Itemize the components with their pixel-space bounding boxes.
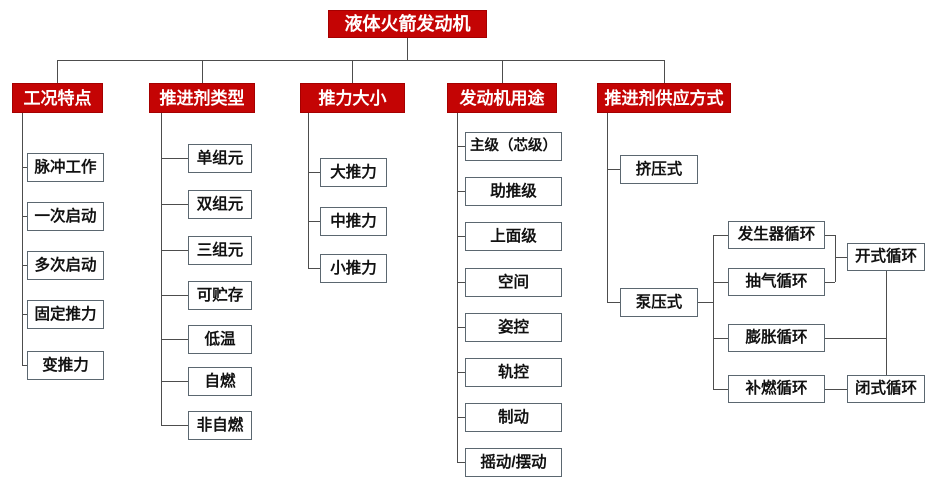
leaf-node: 大推力	[320, 158, 387, 187]
leaf-node: 摇动/摆动	[465, 448, 562, 477]
leaf-node: 轨控	[465, 358, 562, 387]
connector-line	[825, 235, 835, 237]
leaf-node: 固定推力	[27, 300, 104, 329]
connector-line	[713, 389, 728, 391]
connector-line	[607, 113, 609, 302]
category-node-propellant-supply: 推进剂供应方式	[597, 83, 731, 113]
connector-line	[457, 417, 465, 419]
connector-line	[57, 60, 665, 62]
leaf-node: 单组元	[188, 144, 252, 173]
leaf-node: 非自燃	[188, 411, 252, 440]
connector-line	[161, 339, 188, 341]
connector-line	[161, 204, 188, 206]
leaf-node: 中推力	[320, 207, 387, 236]
leaf-node: 多次启动	[27, 251, 104, 280]
leaf-node: 低温	[188, 325, 252, 354]
cycle-node: 膨胀循环	[728, 324, 825, 352]
leaf-node: 姿控	[465, 313, 562, 342]
leaf-node: 脉冲工作	[27, 153, 104, 182]
connector-line	[825, 282, 835, 284]
connector-line	[886, 271, 888, 375]
connector-line	[457, 462, 465, 464]
leaf-node: 助推级	[465, 177, 562, 206]
connector-line	[161, 381, 188, 383]
leaf-node: 变推力	[27, 351, 104, 380]
leaf-node: 主级（芯级）	[465, 132, 562, 161]
leaf-node: 可贮存	[188, 281, 252, 310]
connector-line	[457, 236, 465, 238]
connector-line	[457, 372, 465, 374]
connector-line	[825, 338, 886, 340]
connector-line	[835, 235, 837, 282]
connector-line	[22, 167, 27, 169]
cycle-node: 发生器循环	[728, 221, 825, 249]
leaf-node-pump-fed: 泵压式	[620, 288, 698, 317]
connector-line	[664, 60, 666, 83]
leaf-node: 上面级	[465, 222, 562, 251]
connector-line	[607, 169, 620, 171]
connector-line	[713, 282, 728, 284]
category-node-propellant-type: 推进剂类型	[149, 83, 255, 113]
connector-line	[161, 295, 188, 297]
connector-line	[22, 365, 27, 367]
connector-line	[457, 113, 459, 462]
connector-line	[352, 60, 354, 83]
connector-line	[161, 250, 188, 252]
root-node: 液体火箭发动机	[328, 10, 487, 38]
leaf-node: 一次启动	[27, 202, 104, 231]
leaf-node: 自燃	[188, 367, 252, 396]
connector-line	[407, 38, 409, 60]
connector-line	[161, 113, 163, 425]
connector-line	[825, 389, 847, 391]
leaf-node: 空间	[465, 268, 562, 297]
connector-line	[161, 158, 188, 160]
category-node-engine-application: 发动机用途	[447, 83, 557, 113]
connector-line	[457, 327, 465, 329]
connector-line	[698, 302, 713, 304]
connector-line	[607, 302, 620, 304]
leaf-node: 双组元	[188, 190, 252, 219]
leaf-node: 小推力	[320, 254, 387, 283]
connector-line	[713, 338, 728, 340]
connector-line	[308, 172, 320, 174]
connector-line	[457, 146, 465, 148]
connector-line	[22, 265, 27, 267]
connector-line	[457, 282, 465, 284]
connector-line	[835, 257, 847, 259]
connector-line	[22, 113, 24, 365]
connector-line	[457, 191, 465, 193]
connector-line	[308, 268, 320, 270]
cycle-node: 补燃循环	[728, 375, 825, 403]
connector-line	[22, 216, 27, 218]
leaf-node: 制动	[465, 403, 562, 432]
cycle-class-node-closed: 闭式循环	[847, 375, 925, 403]
category-node-working-condition: 工况特点	[12, 83, 103, 113]
connector-line	[161, 425, 188, 427]
connector-line	[308, 221, 320, 223]
category-node-thrust-level: 推力大小	[300, 83, 405, 113]
connector-line	[713, 235, 715, 389]
connector-line	[57, 60, 59, 83]
leaf-node-pressure-fed: 挤压式	[620, 155, 698, 184]
leaf-node: 三组元	[188, 236, 252, 265]
connector-line	[308, 113, 310, 268]
connector-line	[202, 60, 204, 83]
connector-line	[713, 235, 728, 237]
connector-line	[22, 314, 27, 316]
cycle-class-node-open: 开式循环	[847, 243, 925, 271]
cycle-node: 抽气循环	[728, 268, 825, 296]
connector-line	[502, 60, 504, 83]
